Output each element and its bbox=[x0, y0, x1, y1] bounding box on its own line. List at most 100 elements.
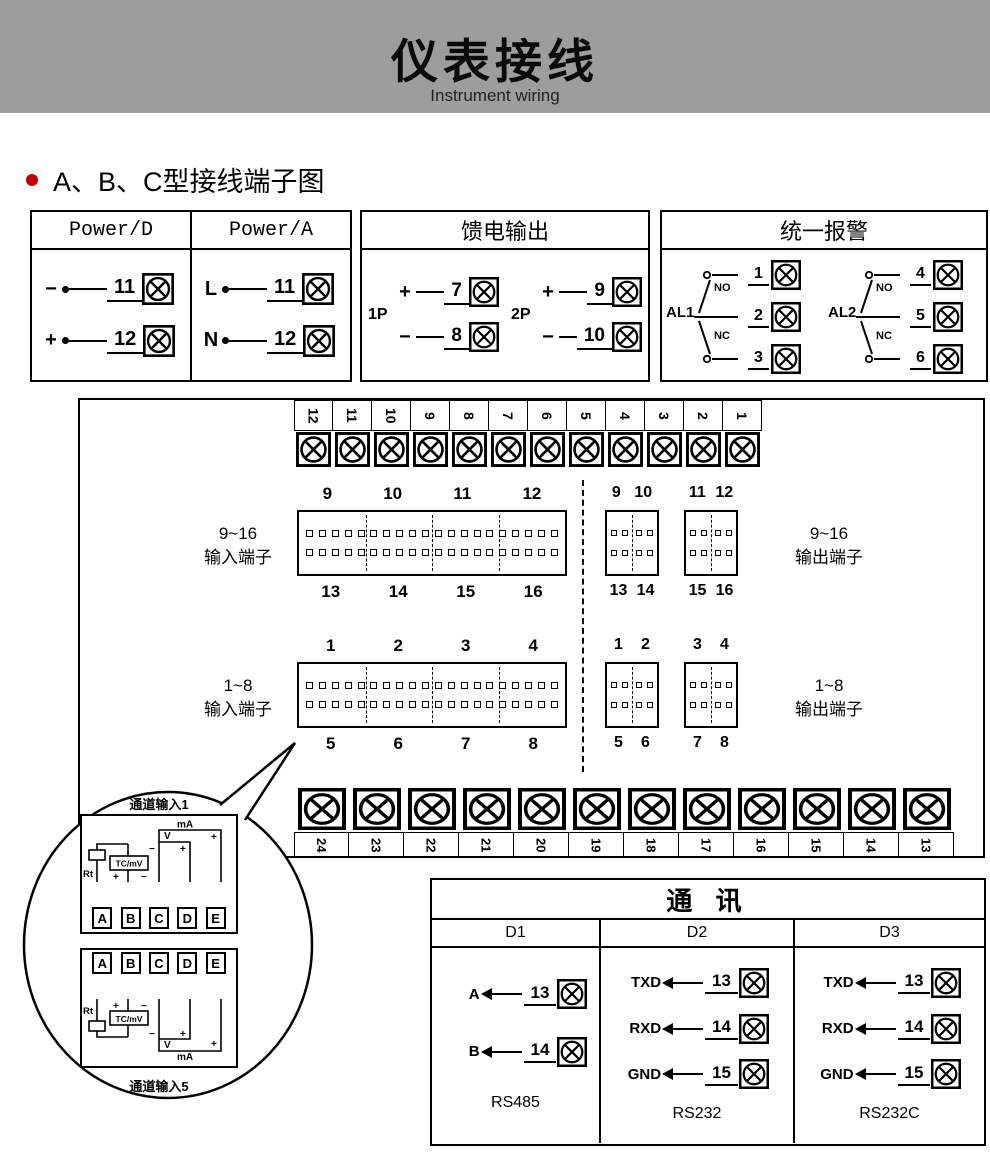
pin-hole bbox=[647, 682, 654, 688]
plus-sign: + bbox=[180, 844, 186, 855]
relay-switch-icon bbox=[694, 270, 738, 364]
terminal-number: 21 bbox=[459, 832, 514, 858]
line-sign: L bbox=[204, 277, 218, 300]
bottom-terminal-strip: 24 23 22 21 20 19 18 17 16 15 14 13 bbox=[294, 788, 954, 858]
pin-hole bbox=[447, 681, 455, 689]
pin-hole bbox=[473, 701, 481, 709]
channel-5-title: 通道输入5 bbox=[129, 1079, 189, 1094]
pin-hole bbox=[409, 529, 417, 537]
signal-label: GND bbox=[820, 1065, 854, 1083]
plus-sign: + bbox=[211, 832, 217, 843]
pin-hole bbox=[344, 701, 352, 709]
pin-hole bbox=[396, 681, 404, 689]
pin-row bbox=[715, 702, 733, 708]
pin-hole bbox=[715, 550, 722, 556]
pin-hole bbox=[726, 530, 733, 536]
pin-number: 15 bbox=[456, 582, 476, 601]
terminal-row: 2 bbox=[748, 302, 801, 332]
pin-hole bbox=[486, 681, 494, 689]
screw-terminal-icon bbox=[612, 322, 642, 352]
pin-hole bbox=[538, 681, 546, 689]
feed-output-title: 馈电输出 bbox=[362, 212, 648, 250]
pin-row bbox=[306, 529, 558, 537]
pin-hole bbox=[306, 681, 313, 689]
screw-terminal-icon bbox=[931, 1013, 962, 1044]
pin-row bbox=[715, 550, 733, 556]
terminal-number: 3 bbox=[645, 400, 684, 431]
group-divider bbox=[631, 667, 633, 723]
pin-hole bbox=[331, 529, 339, 537]
alarm-group-al2: AL2 NO NC 4 5 6 bbox=[824, 250, 986, 379]
terminal-row: 5 bbox=[910, 302, 963, 332]
power-d-title: Power/D bbox=[32, 212, 190, 250]
polarity-sign: + bbox=[542, 280, 554, 303]
signal-label: TXD bbox=[823, 974, 854, 992]
pin-hole bbox=[422, 549, 430, 557]
pin-hole bbox=[647, 550, 654, 556]
terminal-cell: 24 bbox=[294, 788, 349, 858]
feed-group-1p: 1P + 7 − 8 bbox=[362, 250, 505, 379]
pin-numbers: 9 10 bbox=[605, 484, 659, 502]
terminal-number: 14 bbox=[705, 1017, 738, 1041]
terminal-a: A bbox=[92, 952, 113, 974]
pin-numbers: 7 8 bbox=[684, 734, 738, 752]
no-contact-label: NO bbox=[714, 282, 731, 294]
pin-hole bbox=[700, 530, 707, 536]
pin-hole bbox=[383, 701, 391, 709]
pin-hole bbox=[422, 529, 430, 537]
terminal-cell: 13 bbox=[899, 788, 954, 858]
wire bbox=[559, 291, 588, 293]
screw-terminal-icon bbox=[407, 788, 456, 830]
pin-hole bbox=[396, 549, 404, 557]
screw-terminal-icon bbox=[517, 788, 566, 830]
pin-hole bbox=[621, 530, 628, 536]
alarm-box: 统一报警 AL1 NO NC 1 2 3 AL2 bbox=[660, 210, 988, 382]
group-divider bbox=[710, 515, 712, 571]
pin-number: 14 bbox=[636, 582, 655, 599]
pin-numbers: 15 16 bbox=[684, 582, 738, 600]
pin-hole bbox=[370, 701, 378, 709]
pin-hole bbox=[636, 530, 643, 536]
terminal-number: 10 bbox=[576, 325, 612, 350]
terminal-row: 4 bbox=[910, 260, 963, 290]
output-block bbox=[605, 662, 659, 728]
terminal-number: 6 bbox=[910, 349, 931, 370]
communication-box: 通 讯 D1 A 13 B 14 RS485 D2 bbox=[430, 878, 986, 1146]
pin-hole bbox=[422, 701, 430, 709]
screw-terminal-icon bbox=[413, 432, 448, 467]
communication-title: 通 讯 bbox=[432, 880, 984, 920]
wire-arrow-icon bbox=[662, 1068, 704, 1081]
pin-hole bbox=[318, 681, 326, 689]
wire-arrow-icon bbox=[854, 1022, 896, 1035]
screw-terminal-icon bbox=[469, 322, 499, 352]
wire-arrow-icon bbox=[662, 976, 704, 989]
screw-terminal-icon bbox=[557, 979, 588, 1010]
screw-terminal-icon bbox=[296, 432, 331, 467]
protocol-label: RS232 bbox=[672, 1105, 722, 1123]
terminal-number: 11 bbox=[107, 276, 143, 303]
screw-terminal-icon bbox=[302, 273, 335, 306]
screw-terminal-icon bbox=[143, 324, 176, 357]
wire bbox=[559, 336, 577, 338]
pin-row bbox=[306, 701, 558, 709]
pin-numbers: 1 2 bbox=[605, 636, 659, 654]
wire bbox=[229, 339, 267, 342]
pin-hole bbox=[344, 681, 352, 689]
terminal-number: 14 bbox=[844, 832, 899, 858]
screw-terminal-icon bbox=[374, 432, 409, 467]
label-text: 输入端子 bbox=[204, 547, 272, 567]
screw-terminal-icon bbox=[770, 344, 801, 374]
pin-hole bbox=[383, 549, 391, 557]
v-label: V bbox=[164, 831, 171, 842]
terminal-number: 22 bbox=[404, 832, 459, 858]
screw-terminal-icon bbox=[612, 277, 642, 307]
screw-terminal-icon bbox=[462, 788, 511, 830]
screw-terminal-icon bbox=[335, 432, 370, 467]
pin-number: 3 bbox=[693, 636, 702, 653]
screw-terminal-icon bbox=[142, 273, 175, 306]
pin-hole bbox=[370, 529, 378, 537]
terminal-d: D bbox=[177, 952, 198, 974]
screw-terminal-icon bbox=[530, 432, 565, 467]
pin-hole bbox=[610, 530, 617, 536]
terminal-number: 16 bbox=[734, 832, 789, 858]
